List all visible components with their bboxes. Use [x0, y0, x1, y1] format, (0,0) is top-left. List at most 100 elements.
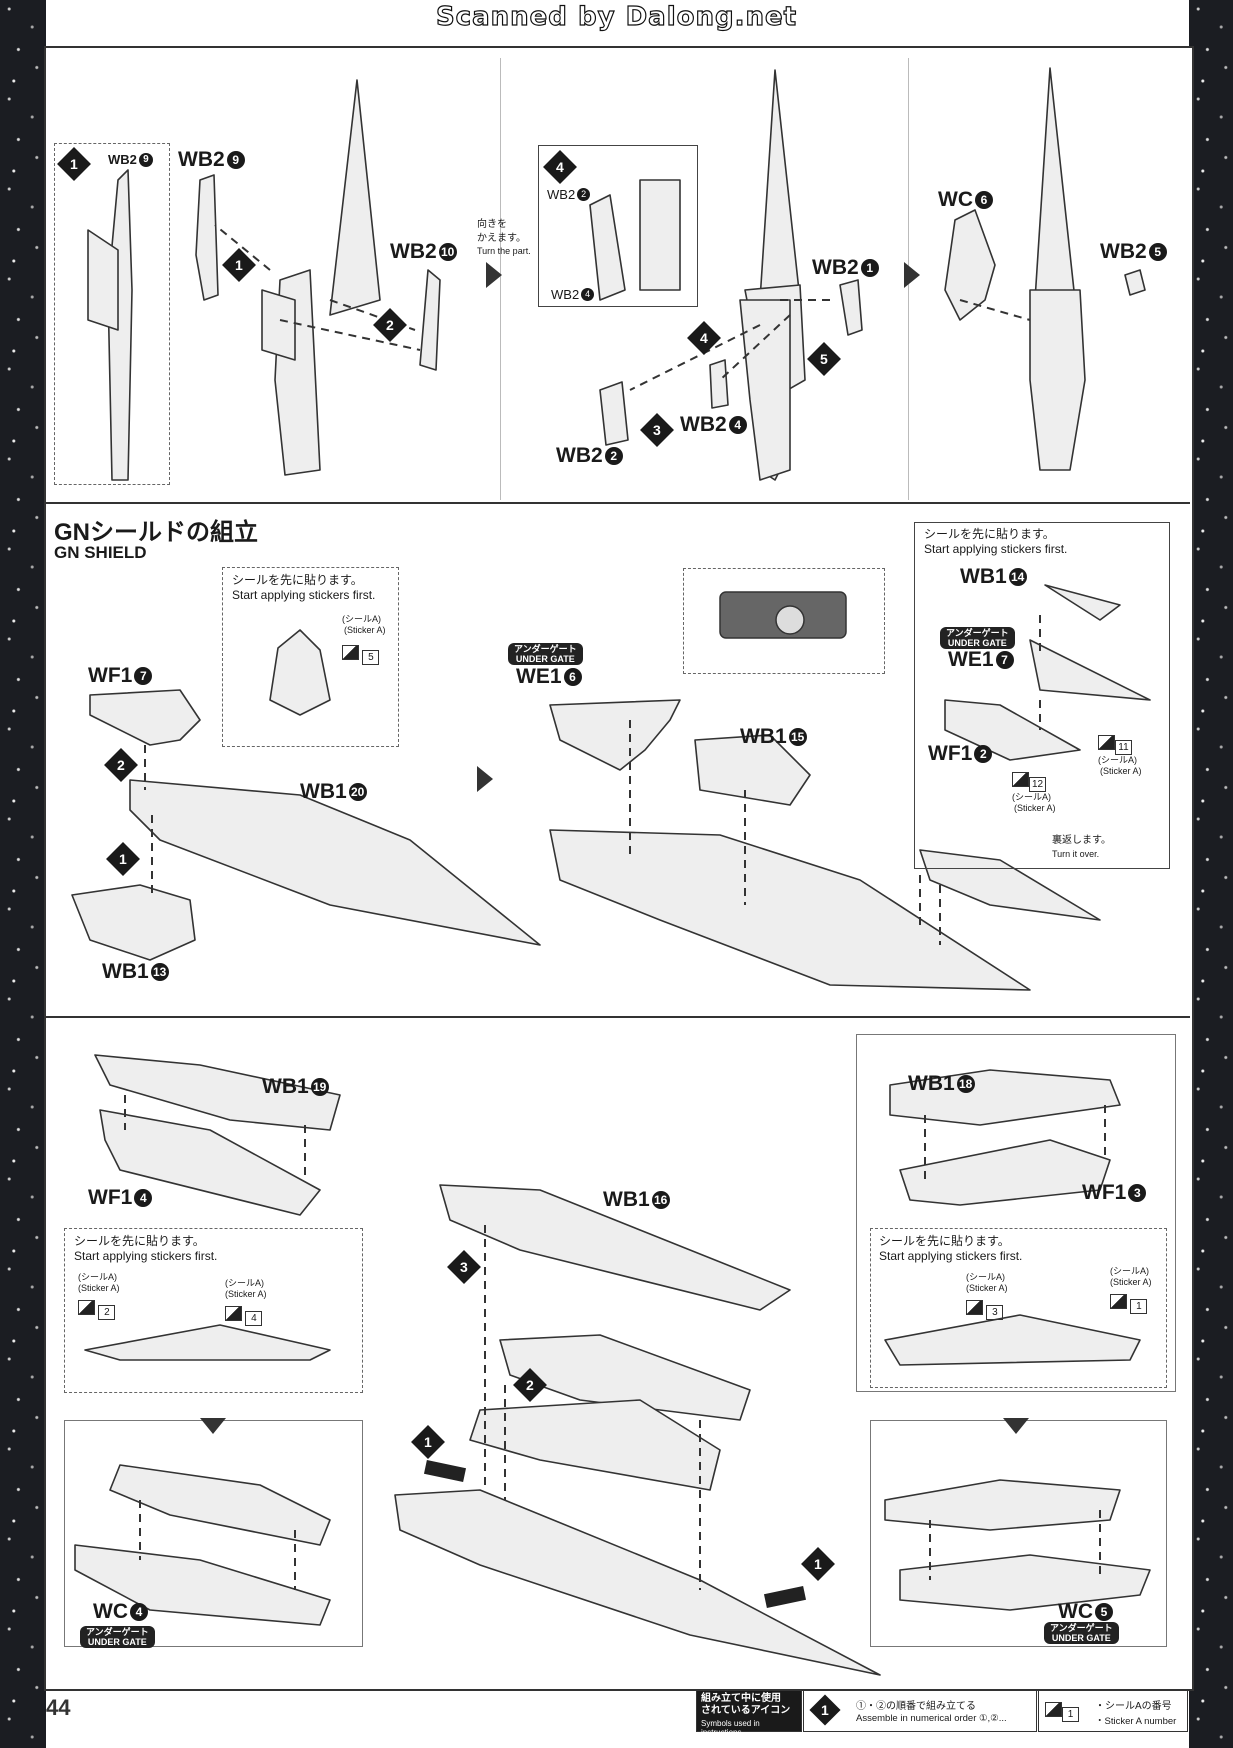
sticker-icon [342, 645, 359, 660]
order-legend-step-icon: 1 [809, 1694, 841, 1726]
sticker-icon [966, 1300, 983, 1315]
sticker-icon [1098, 735, 1115, 750]
flow-arrow-1 [486, 262, 502, 288]
sticker-3: 3 [966, 1300, 1004, 1320]
sticker-3-jp: (シールA) [966, 1272, 1005, 1282]
page-number: 44 [46, 1695, 71, 1720]
order-legend-en: Assemble in numerical order ①,②... [856, 1713, 1007, 1724]
sticker-note-en: Start applying stickers first. [232, 588, 376, 602]
left-starfield-border [0, 0, 46, 1748]
sticker-11-en: (Sticker A) [1100, 766, 1142, 776]
sticker-icon [1110, 1294, 1127, 1309]
section-divider-1 [44, 502, 1190, 504]
shield-title-jp: GNシールドの組立 [54, 519, 258, 546]
symbols-legend-en: Symbols used in instructions [701, 1719, 760, 1737]
turn-over-en: Turn it over. [1052, 849, 1100, 859]
step1-detail-box [54, 143, 170, 485]
sticker-legend-jp: ・シールAの番号 [1095, 1701, 1172, 1712]
sticker-1-jp: (シールA) [1110, 1266, 1149, 1276]
sticker-1-en: (Sticker A) [1110, 1277, 1152, 1287]
sticker-note-jp-2: シールを先に貼ります。 [924, 527, 1055, 541]
shield-title-en: GN SHIELD [54, 543, 147, 562]
sticker-note-jp-3: シールを先に貼ります。 [74, 1234, 205, 1248]
turn-over-jp: 裏返します。 [1052, 835, 1111, 846]
sticker-12-en: (Sticker A) [1014, 803, 1056, 813]
symbols-legend-jp: 組み立て中に使用 されているアイコン [701, 1693, 791, 1716]
sticker-4: 4 [225, 1306, 263, 1326]
sticker-a-jp: (シールA) [342, 614, 381, 624]
order-legend: 1 ①・②の順番で組み立てる Assemble in numerical ord… [803, 1690, 1037, 1732]
sticker-a-en: (Sticker A) [344, 625, 386, 635]
sticker-note-box-1 [222, 567, 399, 747]
sticker-legend-icon: 1 [1045, 1702, 1079, 1722]
sticker-2: 2 [78, 1300, 116, 1320]
wb1-15-detail-box [683, 568, 885, 674]
turn-part-note-en: Turn the part. [477, 246, 531, 256]
sticker-1: 1 [1110, 1294, 1148, 1314]
sticker-note-box-2 [914, 522, 1170, 869]
sticker-4-en: (Sticker A) [225, 1289, 267, 1299]
sticker-note-en-3: Start applying stickers first. [74, 1249, 218, 1263]
sticker-2-jp: (シールA) [78, 1272, 117, 1282]
scanned-by-watermark: Scanned by Dalong.net [435, 1, 798, 32]
step4-detail-box [538, 145, 698, 307]
sticker-number-legend: 1 ・シールAの番号 ・Sticker A number [1038, 1690, 1188, 1732]
down-arrow-right [1003, 1418, 1029, 1434]
sticker-note-box-4 [870, 1228, 1167, 1388]
right-upper-box [856, 1034, 1176, 1392]
flow-arrow-3 [477, 766, 493, 792]
order-legend-jp: ①・②の順番で組み立てる [856, 1701, 976, 1712]
flow-arrow-2 [904, 262, 920, 288]
sticker-11-jp: (シールA) [1098, 755, 1137, 765]
turn-part-note-jp: 向きを かえます。 [477, 219, 526, 244]
down-arrow-left [200, 1418, 226, 1434]
sticker-note-jp-4: シールを先に貼ります。 [879, 1234, 1010, 1248]
sticker-icon [225, 1306, 242, 1321]
sticker-note-en-2: Start applying stickers first. [924, 542, 1068, 556]
sticker-icon [1012, 772, 1029, 787]
sticker-5: 5 [342, 645, 380, 665]
sticker-12-jp: (シールA) [1012, 792, 1051, 802]
sticker-11: 11 [1098, 735, 1132, 755]
sticker-3-en: (Sticker A) [966, 1283, 1008, 1293]
sticker-note-en-4: Start applying stickers first. [879, 1249, 1023, 1263]
wc5-detail-box [870, 1420, 1167, 1647]
sticker-note-box-3 [64, 1228, 363, 1393]
section-divider-2 [44, 1016, 1190, 1018]
sticker-note-jp: シールを先に貼ります。 [232, 573, 363, 587]
right-starfield-border [1189, 0, 1233, 1748]
sticker-legend-en: ・Sticker A number [1095, 1716, 1177, 1727]
sticker-12: 12 [1012, 772, 1046, 792]
